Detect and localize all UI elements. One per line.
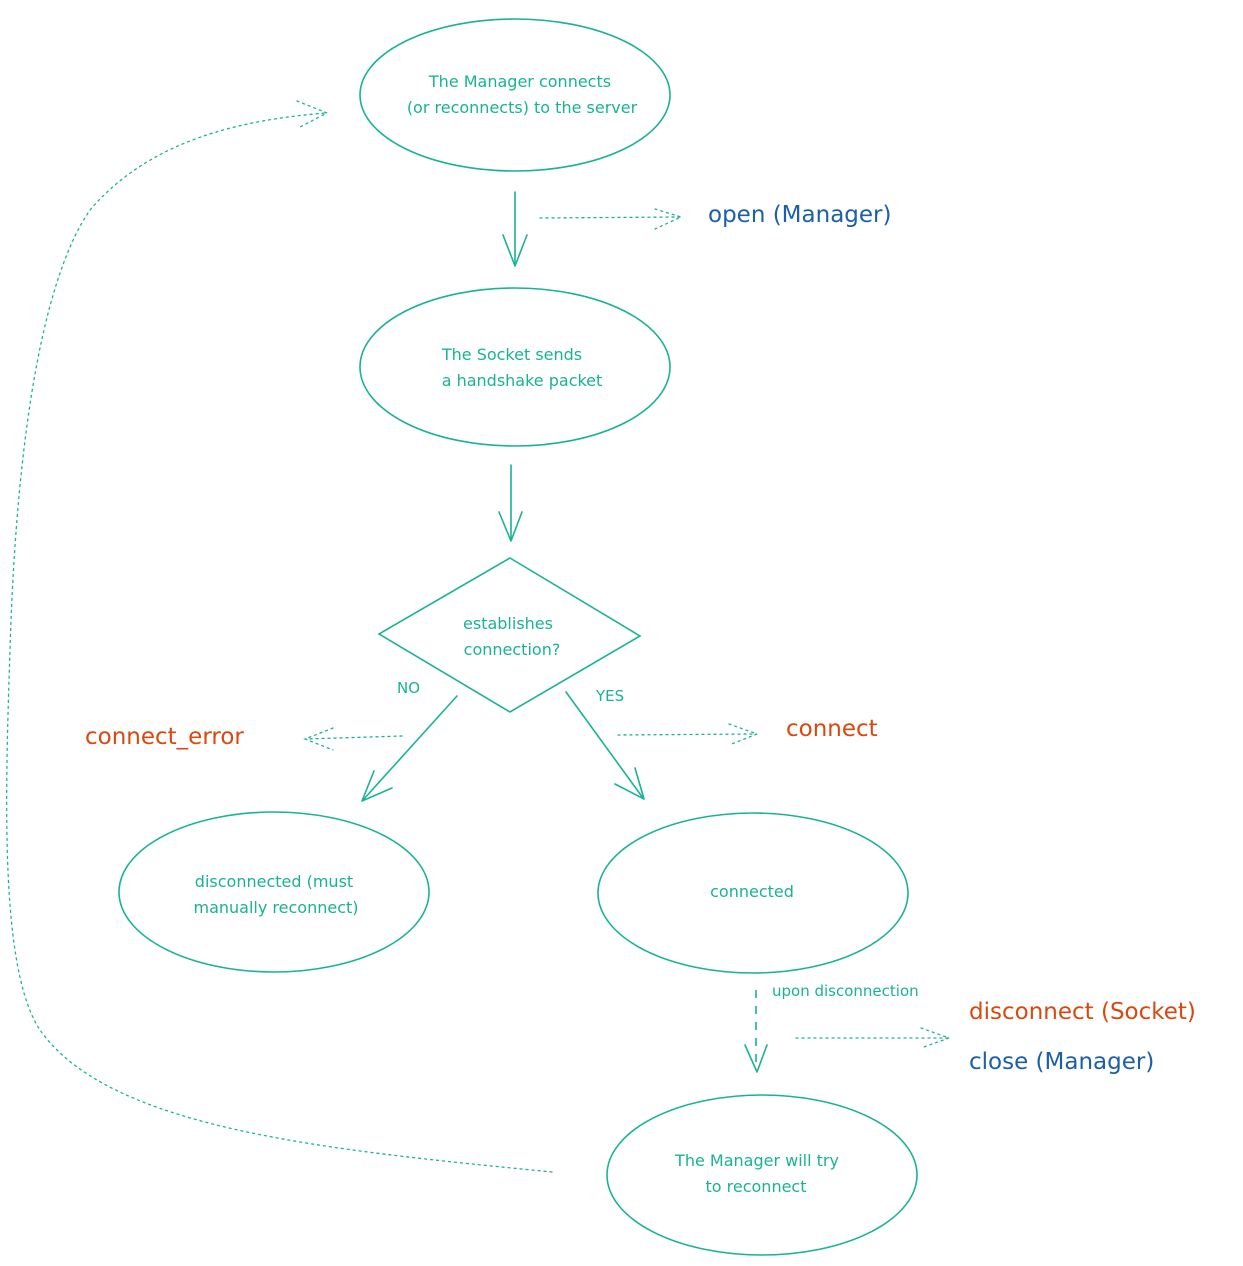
node-connected-line-1: connected — [710, 882, 794, 901]
node-manager-retry-shape — [606, 1094, 918, 1256]
node-socket-handshake-line-1: The Socket sends — [441, 345, 582, 364]
node-disconnected-line-2: manually reconnect) — [193, 898, 358, 917]
event-connect: connect — [786, 716, 878, 742]
node-decision-line-1: establishes — [463, 614, 553, 633]
node-manager-retry-line-2: to reconnect — [706, 1177, 807, 1196]
node-disconnected-line-1: disconnected (must — [195, 872, 353, 891]
arrow-no-to-disconnected — [361, 695, 458, 802]
event-open-manager: open (Manager) — [708, 202, 891, 228]
event-disconnect-socket: disconnect (Socket) — [969, 999, 1196, 1025]
node-decision-line-2: connection? — [464, 640, 561, 659]
node-socket-handshake-shape — [359, 287, 671, 447]
edge-label-no: NO — [397, 679, 420, 697]
arrow-to-connect-event — [617, 723, 759, 746]
arrow-connected-to-retry — [744, 990, 768, 1073]
arrow-to-disconnect-events — [795, 1027, 951, 1049]
node-manager-connects-line-2: (or reconnects) to the server — [407, 98, 638, 117]
edge-label-yes: YES — [595, 687, 624, 705]
arrow-to-connect-error-event — [303, 727, 403, 751]
node-socket-handshake: The Socket sends a handshake packet — [359, 287, 671, 447]
event-connect-error: connect_error — [85, 724, 244, 750]
node-manager-connects: The Manager connects (or reconnects) to … — [359, 18, 671, 172]
edge-label-upon-disconnection: upon disconnection — [772, 982, 919, 1000]
arrow-handshake-to-decision — [498, 464, 523, 542]
node-manager-retry-line-1: The Manager will try — [674, 1151, 839, 1170]
node-connected-shape — [597, 812, 909, 974]
node-connected: connected — [597, 812, 909, 974]
arrow-to-open-event — [539, 208, 683, 230]
arrow-connects-to-handshake — [502, 191, 528, 267]
node-manager-retry: The Manager will try to reconnect — [606, 1094, 918, 1256]
node-manager-connects-shape — [359, 18, 671, 172]
node-socket-handshake-line-2: a handshake packet — [442, 371, 603, 390]
node-disconnected: disconnected (must manually reconnect) — [118, 811, 430, 973]
arrow-retry-loop-to-connects — [6, 100, 553, 1173]
node-disconnected-shape — [118, 811, 430, 973]
arrow-yes-to-connected — [565, 691, 645, 800]
node-decision: establishes connection? — [377, 557, 642, 713]
event-close-manager: close (Manager) — [969, 1049, 1154, 1075]
node-manager-connects-line-1: The Manager connects — [428, 72, 611, 91]
node-decision-shape — [377, 557, 642, 713]
